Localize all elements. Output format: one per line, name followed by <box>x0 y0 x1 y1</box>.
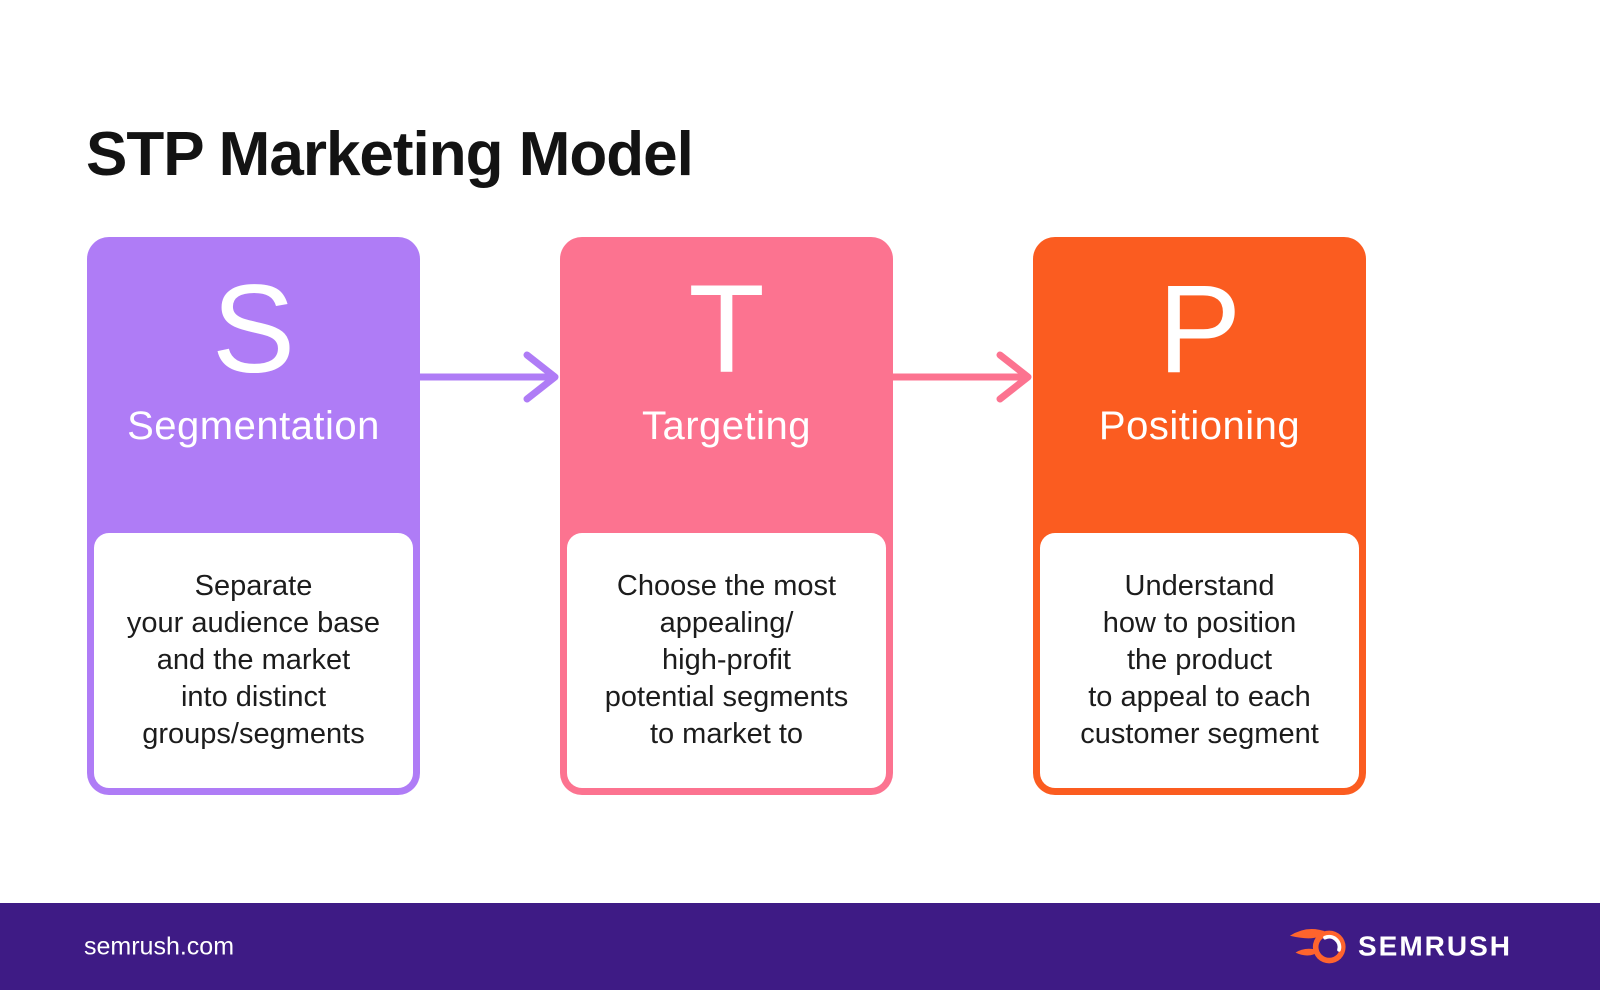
footer-bar: semrush.com SEMRUSH <box>0 903 1600 990</box>
step-description-box: Understand how to position the product t… <box>1040 533 1359 788</box>
step-letter: P <box>1157 260 1242 399</box>
step-description: Understand how to position the product t… <box>1080 570 1319 750</box>
step-card-targeting: T Targeting Choose the most appealing/ h… <box>560 237 893 795</box>
step-card-header: S Segmentation <box>87 237 420 533</box>
step-label: Positioning <box>1098 404 1301 448</box>
arrow-targeting-to-positioning-icon <box>892 351 1032 403</box>
step-description: Choose the most appealing/ high-profit p… <box>604 570 849 750</box>
page-title: STP Marketing Model <box>86 119 694 189</box>
semrush-fireball-icon <box>1289 928 1346 963</box>
step-letter: T <box>688 260 765 399</box>
step-label: Segmentation <box>127 404 380 448</box>
step-card-positioning: P Positioning Understand how to position… <box>1033 237 1366 795</box>
website-url: semrush.com <box>84 932 235 960</box>
arrow-segmentation-to-targeting-icon <box>419 351 559 403</box>
step-description-box: Separate your audience base and the mark… <box>94 533 413 788</box>
step-card-header: T Targeting <box>560 237 893 533</box>
step-description-box: Choose the most appealing/ high-profit p… <box>567 533 886 788</box>
brand-wordmark: SEMRUSH <box>1357 930 1512 962</box>
semrush-logo: SEMRUSH <box>1289 923 1512 970</box>
step-description: Separate your audience base and the mark… <box>126 570 381 750</box>
step-letter: S <box>211 260 296 399</box>
step-card-header: P Positioning <box>1033 237 1366 533</box>
step-label: Targeting <box>641 404 812 448</box>
step-card-segmentation: S Segmentation Separate your audience ba… <box>87 237 420 795</box>
